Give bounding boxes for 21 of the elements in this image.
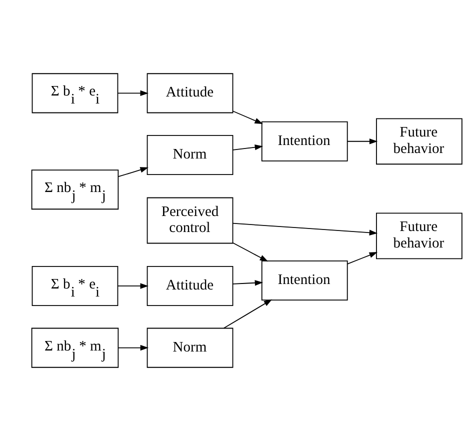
node-box: Attitude <box>146 266 234 306</box>
arrow <box>232 144 264 150</box>
node-box: Perceived control <box>146 197 234 244</box>
arrow <box>223 299 272 329</box>
node-box: Future behavior <box>376 118 462 165</box>
arrow <box>232 280 264 286</box>
node-box: Attitude <box>146 73 234 114</box>
arrow <box>232 222 378 236</box>
arrow <box>118 344 149 351</box>
node-box: Norm <box>146 328 234 368</box>
node-box: Intention <box>261 260 348 301</box>
arrow <box>347 252 378 264</box>
arrow <box>117 283 148 289</box>
node-box: Norm <box>146 135 234 176</box>
node-box: Future behavior <box>376 212 462 260</box>
arrow <box>118 167 148 178</box>
arrow <box>117 90 148 96</box>
node-box: Intention <box>261 121 348 162</box>
arrow <box>232 110 263 124</box>
arrow <box>232 242 268 262</box>
arrow <box>347 138 378 144</box>
